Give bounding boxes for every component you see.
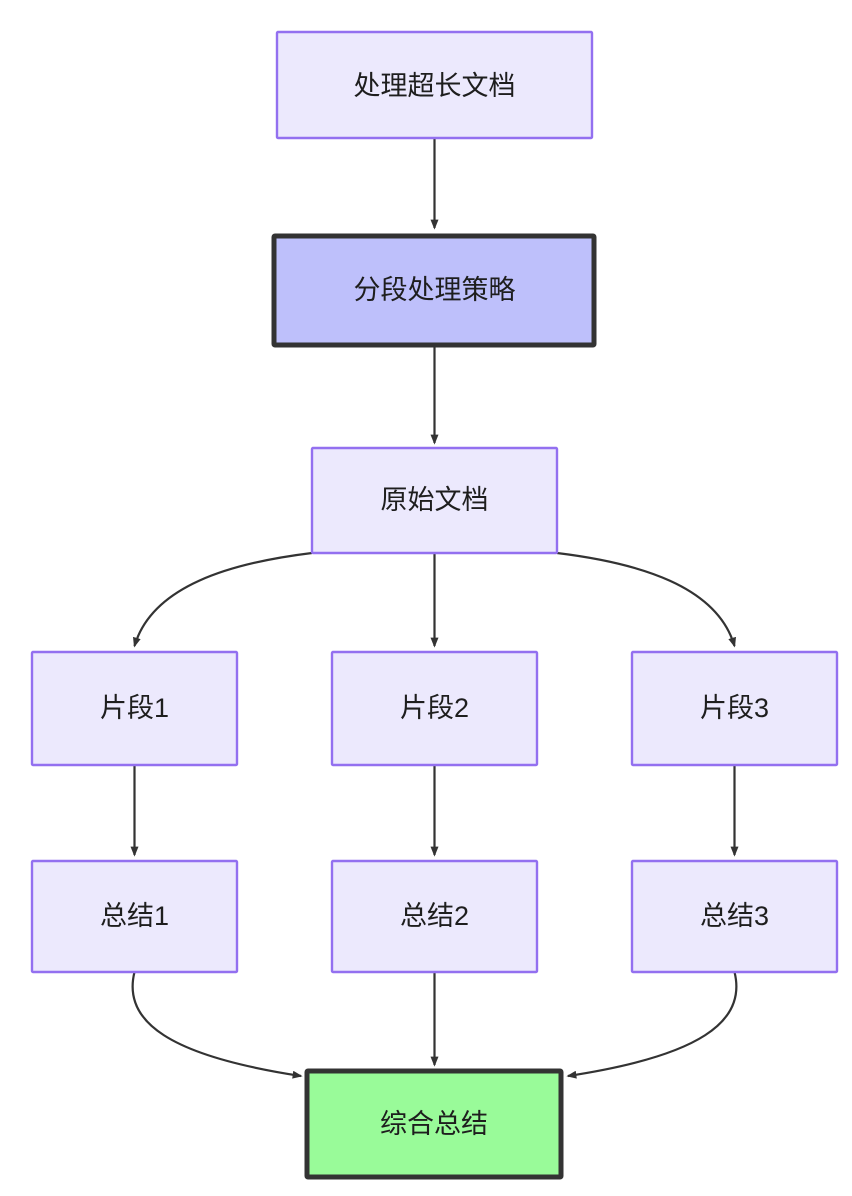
node-chunk1-box[interactable]	[30, 650, 239, 767]
node-original-box[interactable]	[310, 446, 559, 555]
node-sum2-label: 总结2	[400, 901, 469, 931]
node-original[interactable]: 原始文档	[310, 446, 559, 555]
node-sum3-label: 总结3	[700, 901, 769, 931]
node-strategy[interactable]: 分段处理策略	[271, 233, 597, 348]
node-strategy-box[interactable]	[271, 233, 597, 348]
node-strategy-label: 分段处理策略	[354, 275, 516, 305]
node-original-label: 原始文档	[381, 485, 489, 515]
node-chunk1-label: 片段1	[100, 693, 169, 723]
node-sum3[interactable]: 总结3	[630, 859, 839, 974]
node-doc-box[interactable]	[275, 30, 594, 140]
node-chunk2[interactable]: 片段2	[330, 650, 539, 767]
node-sum2[interactable]: 总结2	[330, 859, 539, 974]
edge-original-to-chunk1	[133, 551, 313, 648]
node-chunk2-box[interactable]	[330, 650, 539, 767]
node-sum3-box[interactable]	[630, 859, 839, 974]
node-doc[interactable]: 处理超长文档	[275, 30, 594, 140]
node-final-label: 综合总结	[380, 1109, 488, 1139]
node-sum1-box[interactable]	[30, 859, 239, 974]
edge-sum1-to-final	[131, 971, 303, 1079]
node-final[interactable]: 综合总结	[304, 1068, 564, 1180]
node-final-box[interactable]	[304, 1068, 564, 1180]
node-sum1-label: 总结1	[100, 901, 169, 931]
node-sum2-box[interactable]	[330, 859, 539, 974]
edge-layer	[130, 138, 739, 1079]
node-chunk3[interactable]: 片段3	[630, 650, 839, 767]
node-chunk3-box[interactable]	[630, 650, 839, 767]
node-chunk3-label: 片段3	[700, 693, 769, 723]
node-sum1[interactable]: 总结1	[30, 859, 239, 974]
node-layer: 处理超长文档 分段处理策略 原始文档 片段1 片段2 片段3	[30, 30, 839, 1180]
node-doc-label: 处理超长文档	[354, 71, 516, 101]
node-chunk2-label: 片段2	[400, 693, 469, 723]
node-chunk1[interactable]: 片段1	[30, 650, 239, 767]
edge-sum3-to-final	[566, 971, 738, 1079]
edge-original-to-chunk3	[556, 551, 736, 648]
